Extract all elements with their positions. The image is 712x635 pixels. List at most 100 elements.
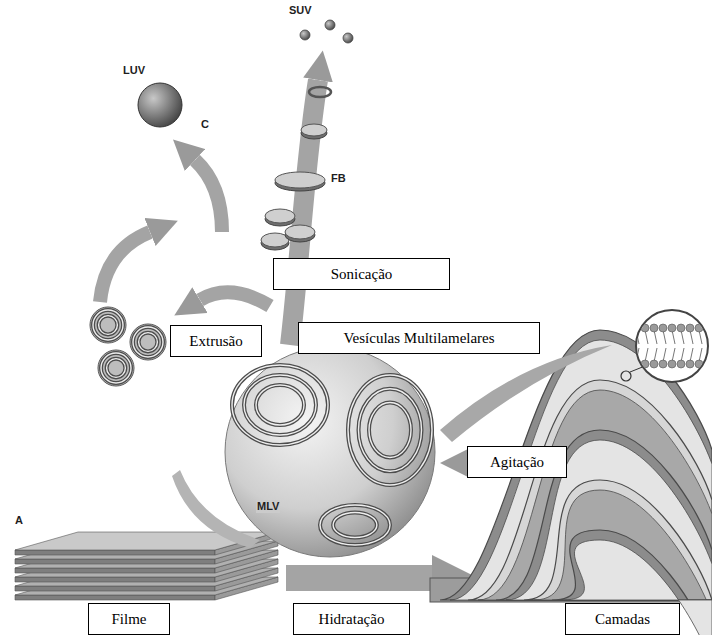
lipid-head — [704, 324, 712, 332]
lipid-head — [668, 360, 676, 368]
bilayer-ring — [107, 359, 126, 378]
suv-vesicle — [325, 20, 335, 30]
bilayer-ring — [348, 375, 432, 485]
luv-sphere — [138, 83, 182, 127]
bilayer-ring — [232, 365, 328, 445]
lipid-bilayer — [632, 324, 712, 368]
label-box: Sonicação — [273, 258, 450, 290]
bilayer-ring — [359, 389, 422, 472]
bilayer-ring — [320, 505, 390, 545]
film-layer-side — [15, 568, 215, 573]
film-layer-side — [15, 586, 215, 591]
lipid-tail — [636, 330, 639, 344]
lipid-head — [695, 324, 703, 332]
label-box: Camadas — [565, 603, 680, 635]
lipid-tail — [708, 348, 711, 362]
bilayer-ring — [369, 403, 411, 458]
lipid-head — [686, 360, 694, 368]
box-label: Agitação — [490, 453, 544, 471]
bilayer-ring — [256, 385, 304, 425]
part-label: LUV — [122, 64, 146, 77]
lipid-head — [686, 324, 694, 332]
box-label: Camadas — [595, 610, 650, 628]
lipid-tail — [708, 330, 711, 344]
mlv-sphere — [225, 347, 435, 557]
bilayer-ring — [320, 505, 390, 545]
lipid-head — [677, 324, 685, 332]
process-arrow — [290, 80, 318, 345]
box-label: Filme — [111, 610, 146, 628]
suv-vesicle — [343, 33, 353, 43]
lipid-head — [632, 360, 640, 368]
label-box: Agitação — [467, 446, 567, 478]
bilayer-ring — [244, 375, 316, 435]
lipid-head — [650, 324, 658, 332]
bilayer-ring — [256, 385, 304, 425]
part-label: C — [200, 118, 210, 131]
process-arrow — [100, 232, 150, 302]
part-label: A — [14, 514, 24, 527]
bilayer-ring — [93, 310, 123, 340]
bilayer-ring — [359, 389, 422, 472]
lipid-head — [641, 324, 649, 332]
lipid-head — [668, 324, 676, 332]
box-label: Extrusão — [189, 332, 242, 350]
box-label: Sonicação — [331, 265, 393, 283]
bilayer-disc — [301, 124, 327, 136]
vesicle — [130, 324, 166, 360]
lipid-head — [659, 324, 667, 332]
label-box: Extrusão — [170, 325, 262, 357]
magnifier-circle — [636, 310, 708, 382]
film-layer-side — [15, 577, 215, 582]
bilayer-disc — [265, 209, 295, 223]
film-layer-side — [15, 595, 215, 600]
bilayer-ring — [99, 316, 118, 335]
vesicle — [98, 350, 134, 386]
bilayer-fragments — [261, 87, 331, 250]
box-label: Vesículas Multilamelares — [343, 329, 494, 347]
label-box: Hidratação — [293, 603, 410, 635]
process-arrow — [286, 565, 432, 591]
bilayer-ring — [99, 316, 118, 335]
small-multilamellar-vesicles — [90, 307, 166, 386]
lipid-head — [704, 360, 712, 368]
bilayer-ring — [244, 375, 316, 435]
part-label: FB — [330, 172, 347, 185]
lipid-head — [641, 360, 649, 368]
lipid-head — [632, 324, 640, 332]
lipid-head — [677, 360, 685, 368]
bilayer-ring — [101, 353, 131, 383]
bilayer-ring — [348, 375, 432, 485]
lipid-head — [695, 360, 703, 368]
bilayer-ring — [139, 333, 158, 352]
process-arrow — [200, 292, 270, 306]
bilayer-ring — [133, 327, 163, 357]
layer-band — [562, 540, 712, 635]
multilamellar-vesicles — [232, 365, 432, 545]
bilayer-ring — [309, 87, 331, 97]
swoosh-arrow — [440, 345, 612, 442]
bilayer-ring — [369, 403, 411, 458]
lipid-head — [650, 360, 658, 368]
bilayer-ring — [333, 513, 377, 538]
bilayer-ring — [139, 333, 158, 352]
label-box: Vesículas Multilamelares — [298, 322, 540, 354]
suv-vesicle — [300, 30, 310, 40]
vesicle — [90, 307, 126, 343]
bilayer-disc — [285, 225, 315, 239]
label-box: Filme — [88, 603, 170, 635]
bilayer-ring — [333, 513, 377, 538]
bilayer-ring — [133, 327, 163, 357]
lipid-head — [659, 360, 667, 368]
lipid-tail — [636, 348, 639, 362]
film-layer-side — [15, 559, 215, 564]
part-label: MLV — [256, 500, 280, 513]
film-layer-side — [15, 550, 215, 555]
magnifier-link — [621, 371, 631, 381]
bilayer-disc — [275, 172, 325, 188]
process-arrow — [195, 160, 222, 232]
bilayer-ring — [93, 310, 123, 340]
